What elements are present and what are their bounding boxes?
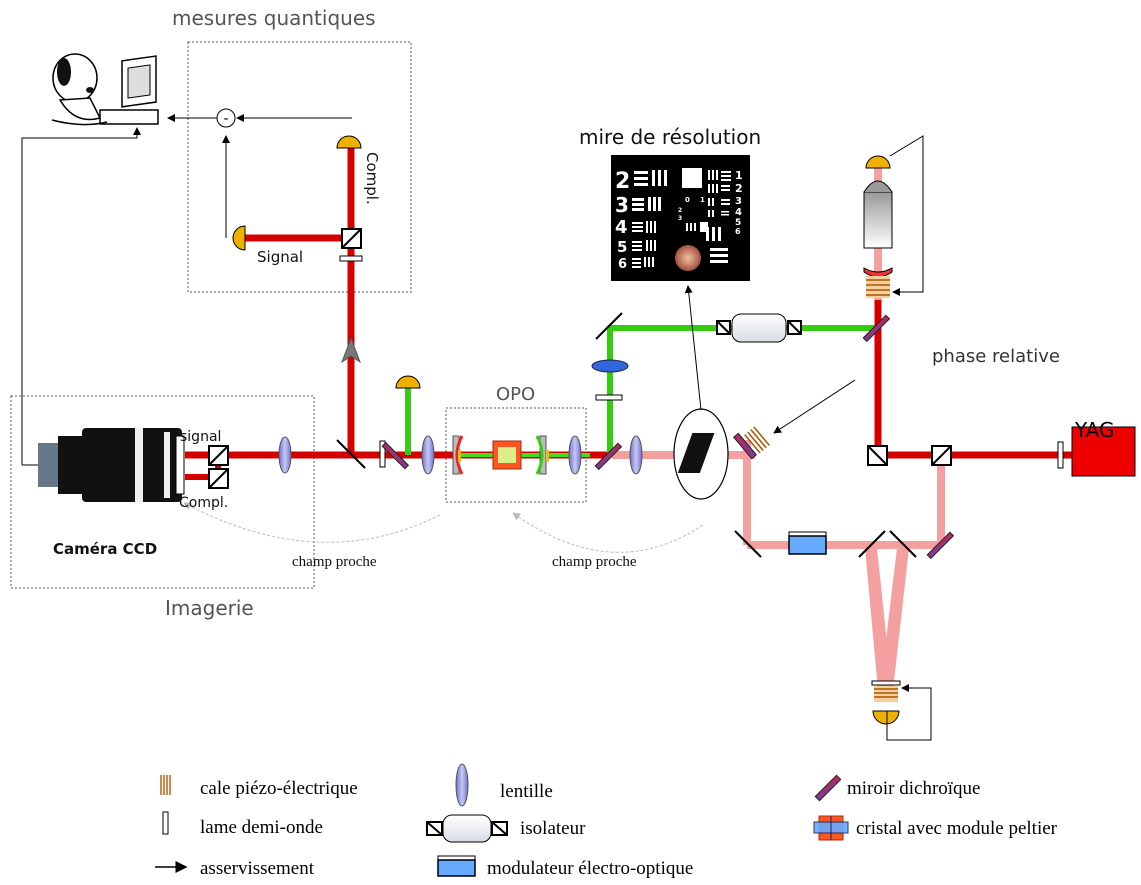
compl-detector-label: Compl. [363,152,381,205]
beam-splitter-camera-signal [208,445,229,466]
signal-detector-label: Signal [257,248,303,266]
mire-title: mire de résolution [579,125,761,149]
dichroic-mirror-2 [594,442,623,471]
mire-rnum-1: 1 [735,169,743,182]
mire-num-3: 3 [615,193,629,217]
beam-splitter-camera-compl [208,468,229,489]
near-field-label-2: champ proche [552,554,637,570]
mirror-pink-mid1 [858,530,886,558]
subtractor-sign: - [223,111,228,127]
piezo-mirror-phase [732,379,856,460]
mire-num-5: 5 [617,238,627,256]
eom-modulator [788,531,827,555]
legend-piezo: cale piézo-électrique [200,778,358,799]
detector-compl [336,135,362,149]
mire-rnum-5: 5 [735,218,741,228]
resolution-target: 2 3 4 5 6 1 2 3 4 5 6 0 1 2 3 [611,155,750,281]
mire-num-4: 4 [615,217,628,238]
detector-bottom [872,710,900,725]
analysis-cavity-top [863,135,924,298]
mire-rnum-4: 4 [735,207,742,218]
legend-isolator-icon [426,814,508,843]
detector-green [395,375,421,389]
detector-signal [232,225,246,251]
yag-laser [1071,426,1136,477]
beam-splitter-measure [341,228,362,249]
mirror-green-top [595,312,623,340]
isolator-green [716,313,802,343]
near-field-label-1: champ proche [292,554,377,570]
legend-isolator: isolateur [520,818,586,839]
mirror-vertical-turn [336,439,366,469]
legend: cale piézo-électrique lame demi-onde ass… [155,763,1058,879]
mire-snum-2: 2 [678,207,682,214]
mire-rnum-3: 3 [735,196,742,207]
imaging-box [10,395,315,589]
mire-snum-1: 1 [700,196,705,204]
halfwave-plate-measure [339,255,363,262]
halfwave-plate-yag [1057,441,1064,469]
opo-cavity [452,435,549,475]
camera-signal-label: signal [180,429,221,445]
near-field-arrows [183,502,704,553]
legend-eom-icon [437,855,476,877]
legend-lens: lentille [500,781,553,802]
dichroic-mirror-1 [381,441,410,470]
legend-dichroic: miroir dichroïque [847,778,981,799]
legend-piezo-icon [160,775,171,795]
legend-lens-icon [455,763,469,807]
legend-servo: asservissement [200,858,315,879]
ccd-camera [38,428,185,502]
beam-direction-arrow [340,336,362,364]
opo-label: OPO [496,384,535,405]
lens-post-opo [568,435,582,475]
legend-dichroic-icon [814,774,842,802]
legend-halfwave: lame demi-onde [200,817,323,838]
legend-halfwave-icon [162,811,169,835]
mirror-pink-mid2 [889,530,917,558]
mire-num-6: 6 [618,257,627,272]
subtractor [216,108,236,128]
dichroic-mirror-4 [926,531,955,560]
dichroic-mirror-3 [862,314,891,343]
detector-top-right [865,155,891,169]
electronic-wiring [21,114,352,466]
mirror-pink-left [734,530,762,558]
quantum-measurement-box [187,41,412,293]
mire-num-2: 2 [615,169,630,194]
beam-splitter-right-2 [931,445,952,466]
mire-rnum-2: 2 [735,182,743,195]
legend-crystal-icon [813,815,849,841]
lens-mire [629,435,643,475]
resolution-target-in-beam [673,285,729,500]
camera-compl-label: Compl. [179,495,228,511]
legend-crystal: cristal avec module peltier [856,818,1058,839]
quantum-measurement-title: mesures quantiques [172,6,376,30]
lens-green [591,359,629,373]
phase-relative-label: phase relative [932,346,1060,367]
camera-label: Caméra CCD [53,540,157,558]
analysis-cavity-bottom [871,680,932,741]
computer-operator-icon [51,53,159,126]
mire-snum-0: 0 [685,196,690,204]
halfwave-plate-main [379,440,386,468]
lens-camera [278,436,292,474]
yag-label: YAG [1074,418,1115,442]
mire-rnum-6: 6 [735,227,741,236]
mire-snum-3: 3 [678,215,682,222]
lens-pre-opo [421,435,435,475]
legend-eom: modulateur électro-optique [487,858,693,879]
halfwave-plate-green [595,394,623,401]
imaging-label: Imagerie [165,596,254,620]
beam-splitter-right-1 [867,445,888,466]
